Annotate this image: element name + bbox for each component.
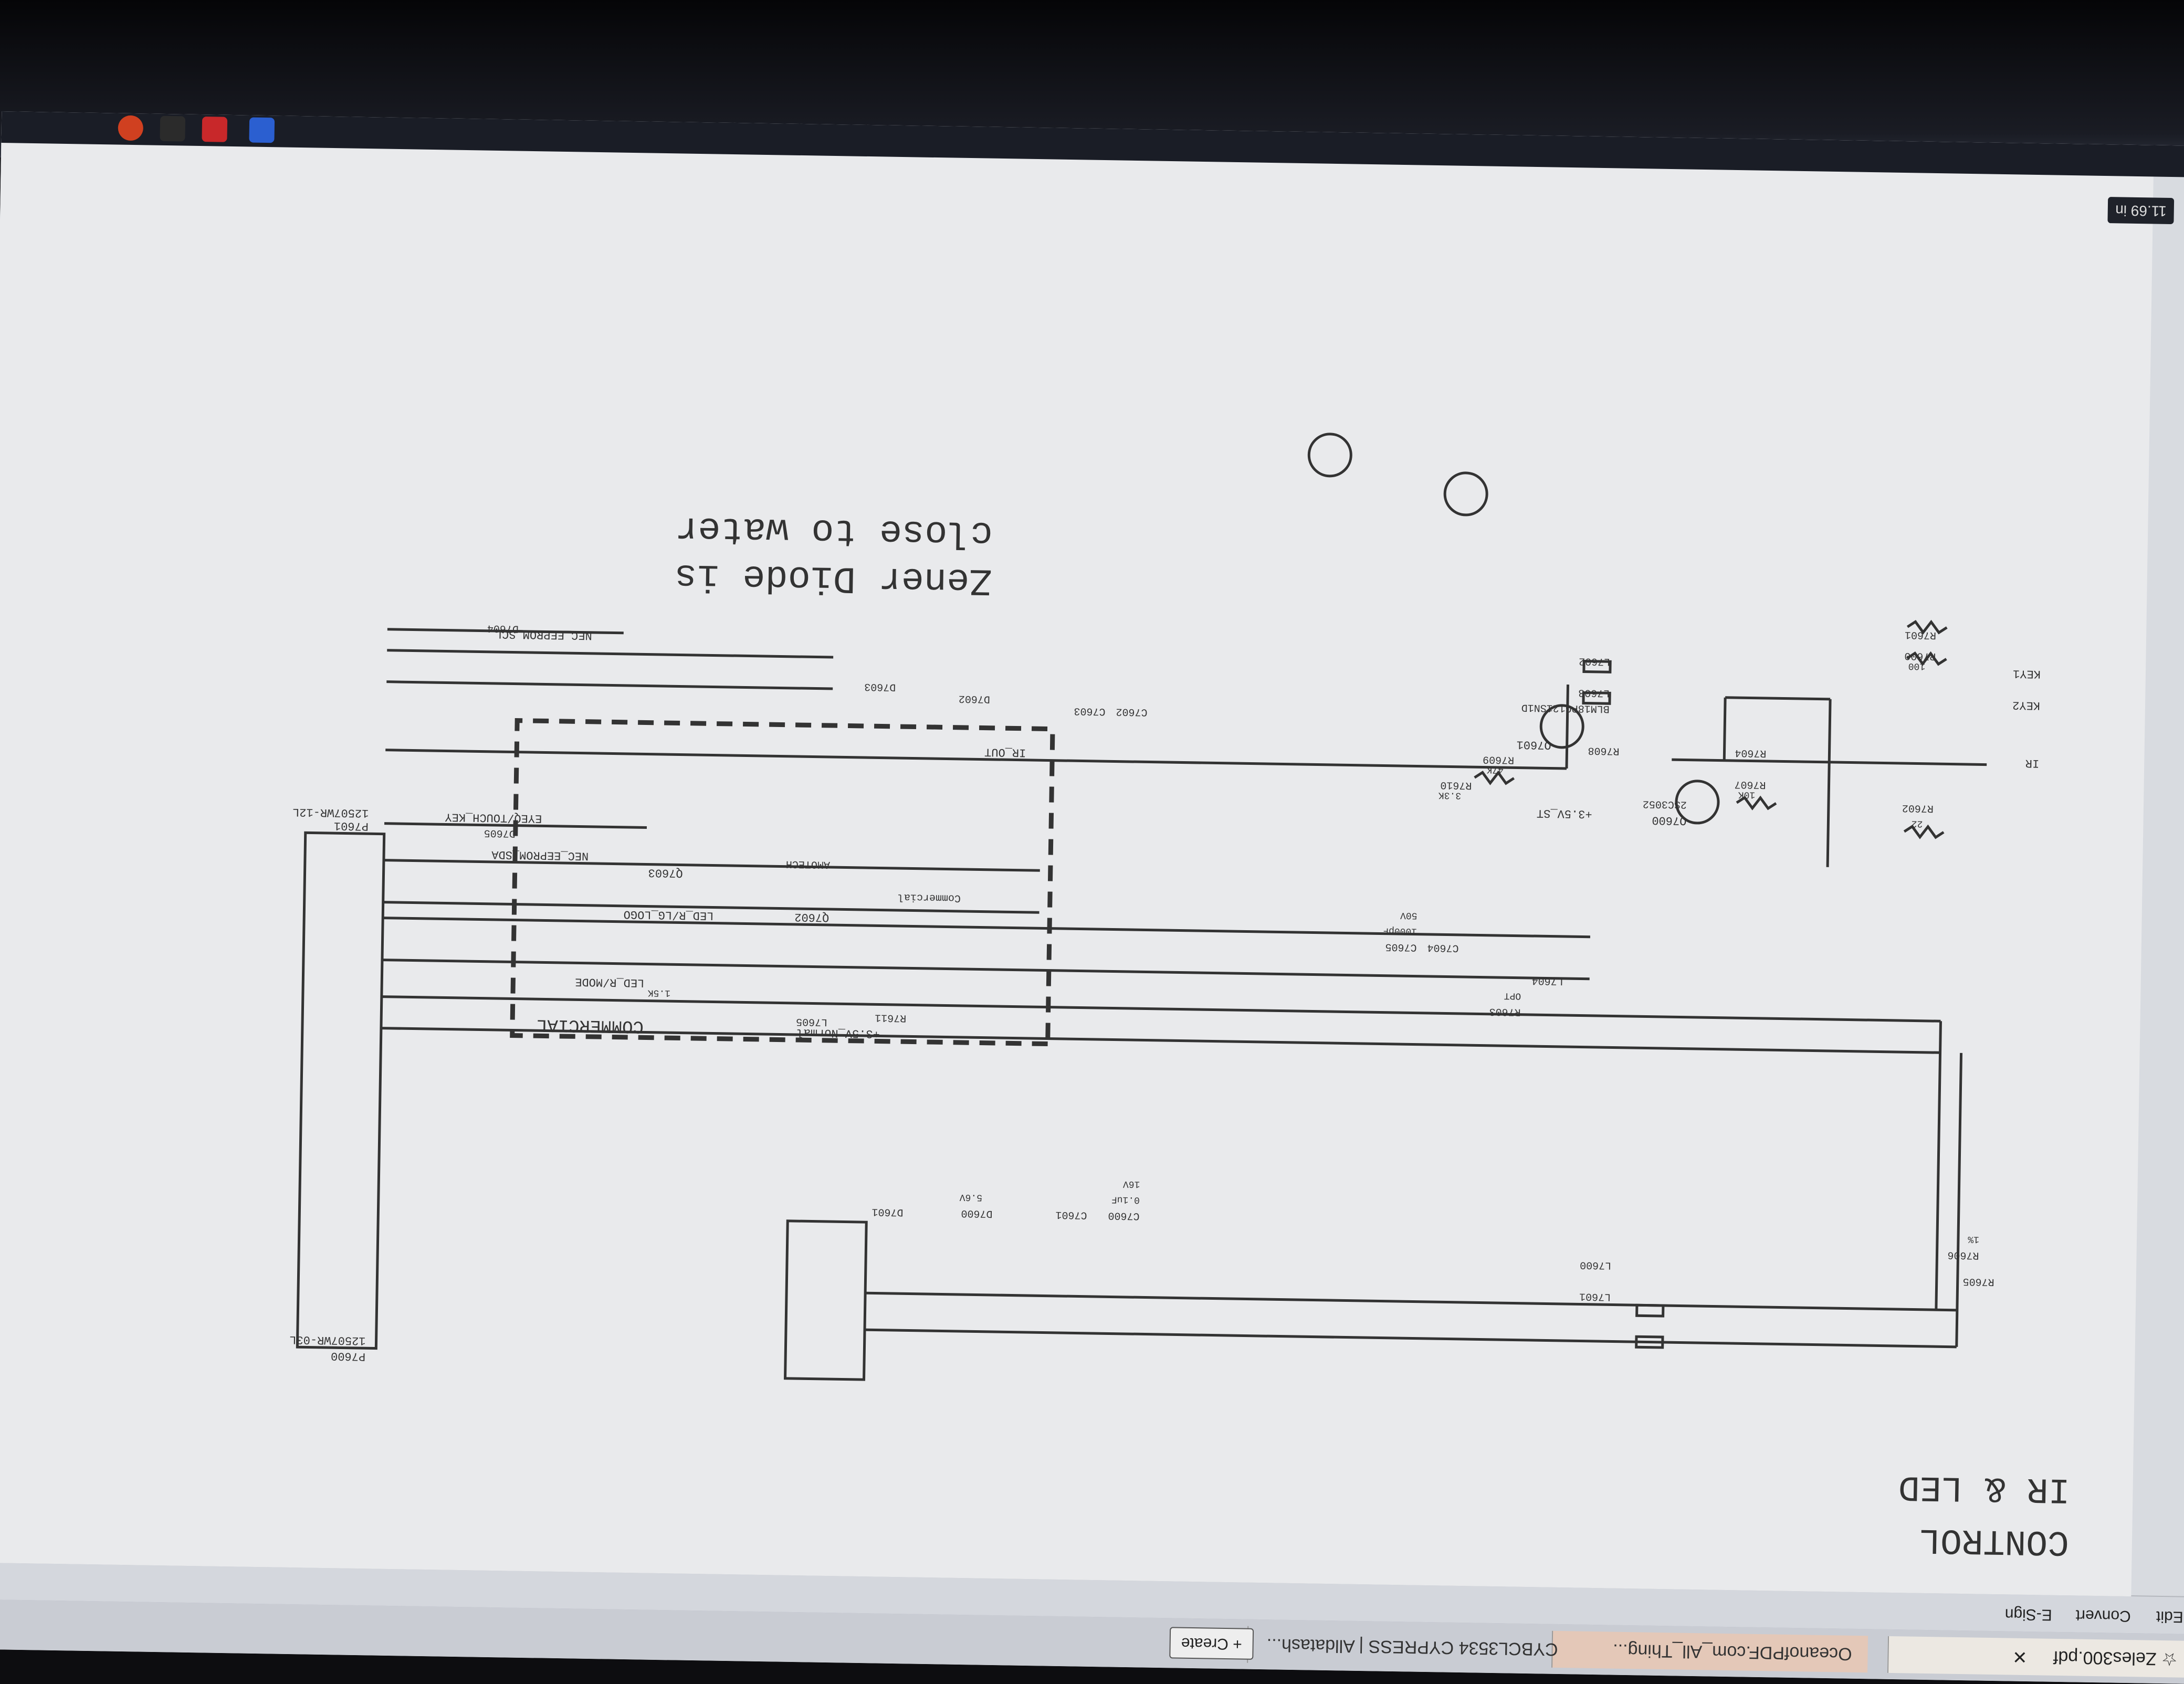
ref-c7604: C7604 xyxy=(1427,941,1458,954)
p7600-part: 12507WR-03L xyxy=(289,1333,366,1347)
word-app-icon[interactable] xyxy=(249,117,275,143)
schematic-title-control: CONTROL xyxy=(1919,1519,2070,1562)
net-label-ir: IR xyxy=(2025,756,2040,770)
ref-r7605: R7605 xyxy=(1963,1275,1994,1288)
ref-l7602: L7602 xyxy=(1579,655,1610,667)
schematic-title-ir-led: IR & LED xyxy=(1898,1466,2071,1509)
ref-l7603: L7603 xyxy=(1578,686,1610,699)
zener-note-line1: Zener Diode is xyxy=(674,554,992,602)
menu-convert[interactable]: Convert xyxy=(2075,1606,2132,1625)
value-100-a: 100 xyxy=(1908,660,1926,671)
net-label-v35-st: +3.5V_ST xyxy=(1537,806,1592,820)
net-label-ir-out: IR_OUT xyxy=(984,745,1026,759)
tab-zeles300[interactable]: ☆ Zeles300.pdf ✕ xyxy=(1887,1636,2184,1678)
value-opt: OPT xyxy=(1504,990,1521,1001)
value-1-5k: 1.5K xyxy=(647,987,670,998)
net-label-nec-eeprom-scl: NEC_EEPROM_SCL xyxy=(495,627,592,642)
ref-l7604: L7604 xyxy=(1531,974,1563,987)
net-label-led-r-lg-logo: LED_R/LG_LOGO xyxy=(624,908,714,922)
ref-r7600: R7600 xyxy=(1904,649,1936,662)
menu-esign[interactable]: E-Sign xyxy=(2004,1605,2053,1624)
ref-r7603: R7603 xyxy=(1489,1005,1520,1018)
ref-l7605: L7605 xyxy=(796,1015,827,1028)
part-2sc3052: 2SC3052 xyxy=(1643,797,1687,810)
ref-r7601: R7601 xyxy=(1905,628,1936,641)
net-label-led-r-mode: LED_R/MODE xyxy=(575,975,644,989)
ref-d7600: D7600 xyxy=(961,1207,992,1219)
net-label-key1: KEY1 xyxy=(2013,667,2041,680)
create-button[interactable]: + Create xyxy=(1169,1627,1254,1660)
net-label-v35-normal: +3.5V_Normal xyxy=(796,1026,880,1040)
ref-c7605: C7605 xyxy=(1385,941,1416,953)
tab-label: OceanofPDF.com_All_Thing... xyxy=(1612,1640,1852,1664)
ref-l7601: L7601 xyxy=(1579,1290,1611,1303)
value-1000pf: 1000pF xyxy=(1383,925,1417,936)
ref-r7609: R7609 xyxy=(1483,753,1514,766)
value-50v: 50V xyxy=(1400,910,1418,921)
ref-q7600: Q7600 xyxy=(1652,814,1686,827)
value-22: 22 xyxy=(1912,818,1923,828)
commercial-box xyxy=(510,718,1055,1047)
ref-c7603: C7603 xyxy=(1074,704,1105,717)
p7601-part: 12507WR-12L xyxy=(292,805,369,819)
value-10k: 10K xyxy=(1738,789,1755,800)
p7600-ref: P7600 xyxy=(331,1349,365,1363)
value-47k: 47K xyxy=(1486,764,1504,775)
ref-r7608: R7608 xyxy=(1588,744,1619,757)
tab-cypress[interactable]: CYBCL3534 CYPRESS | Alldatash... xyxy=(1247,1626,1574,1668)
ref-q7602: Q7602 xyxy=(794,910,829,924)
ref-r7610: R7610 xyxy=(1440,778,1472,791)
pdf-page: CONTROL IR & LED Zener Diode is close to… xyxy=(0,132,2154,1597)
ref-r7604: R7604 xyxy=(1735,746,1766,759)
app-icon-2[interactable] xyxy=(160,115,186,142)
net-label-nec-eeprom-sda: NEC_EEPROM_SDA xyxy=(491,848,589,862)
ref-d7601: D7601 xyxy=(872,1205,903,1218)
p7601-ref: P7601 xyxy=(334,819,369,833)
connector-p7601-body xyxy=(296,831,386,1350)
value-0-1uf: 0.1uF xyxy=(1111,1194,1140,1205)
net-label-eyeq-touch-key: EYEQ/TOUCH_KEY xyxy=(445,810,542,825)
ref-r7607: R7607 xyxy=(1734,778,1766,791)
ref-c7602: C7602 xyxy=(1116,706,1147,718)
net-label-key2: KEY2 xyxy=(2012,698,2040,712)
ref-q7601: Q7601 xyxy=(1516,738,1551,752)
ref-d7605: D7605 xyxy=(484,827,516,839)
ref-c7601: C7601 xyxy=(1055,1208,1087,1221)
ref-d7603: D7603 xyxy=(864,680,896,693)
star-icon: ☆ xyxy=(2161,1649,2178,1669)
pdf-app-icon[interactable] xyxy=(202,117,228,142)
menu-edit[interactable]: Edit xyxy=(2156,1607,2183,1626)
create-label: Create xyxy=(1181,1634,1229,1653)
tab-label: CYBCL3534 CYPRESS | Alldatash... xyxy=(1266,1635,1558,1659)
close-icon[interactable]: ✕ xyxy=(2012,1646,2028,1667)
connector-p7600-body xyxy=(784,1219,868,1381)
ref-r7611: R7611 xyxy=(875,1011,906,1024)
part-blm: BLM18PG121SN1D xyxy=(1521,701,1610,715)
pdf-viewer-window: ☆ Zeles300.pdf ✕ OceanofPDF.com_All_Thin… xyxy=(0,111,2184,1684)
commercial-label: COMMERCIAL xyxy=(537,1014,644,1036)
tab-label: Zeles300.pdf xyxy=(2053,1647,2157,1669)
value-5-6v: 5.6V xyxy=(959,1192,982,1203)
value-3-3k: 3.3K xyxy=(1438,790,1462,801)
ref-d7604: D7604 xyxy=(487,622,519,635)
ref-l7600: L7600 xyxy=(1580,1259,1611,1271)
ref-c7600: C7600 xyxy=(1108,1209,1139,1222)
ref-r7606: R7606 xyxy=(1947,1249,1979,1261)
part-commercial: Commercial xyxy=(898,891,961,904)
chrome-app-icon[interactable] xyxy=(118,115,144,141)
zener-note-line2: close to water xyxy=(675,507,993,554)
schematic-diagram: CONTROL IR & LED Zener Diode is close to… xyxy=(289,433,2071,1562)
ref-r7602: R7602 xyxy=(1902,802,1934,814)
value-16v: 16V xyxy=(1123,1178,1140,1190)
tab-oceanofpdf[interactable]: OceanofPDF.com_All_Thing... xyxy=(1551,1630,1868,1673)
value-1pct: 1% xyxy=(1968,1234,1979,1244)
ref-d7602: D7602 xyxy=(959,692,990,705)
ref-q7603: Q7603 xyxy=(648,866,682,880)
page-size-indicator: 11.69 in xyxy=(2107,197,2175,225)
plus-icon: + xyxy=(1232,1635,1242,1653)
part-amotech: AMOTECH xyxy=(786,858,830,870)
